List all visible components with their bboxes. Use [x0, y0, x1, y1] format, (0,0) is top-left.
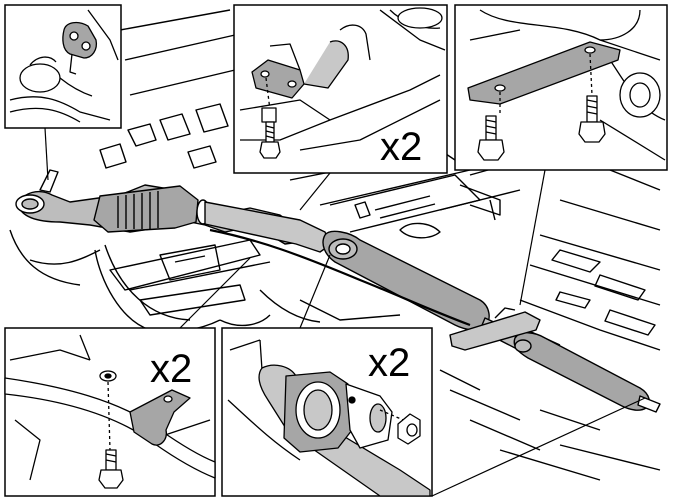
rear-hanger-bracket [449, 311, 541, 351]
leader-line-rear [431, 397, 646, 497]
inset-pipe-clamp: x2 [4, 257, 251, 497]
center-tunnel [219, 149, 501, 327]
inset-flange-joint: x2 [221, 254, 433, 497]
clamp-bolt [98, 449, 124, 489]
hanger-bolt-right [578, 95, 606, 143]
rear-suspension [9, 229, 271, 333]
main-underbody-view [9, 9, 661, 481]
leader-line-front-hanger [44, 127, 49, 181]
leader-line-pipe-clamp [179, 257, 251, 329]
leader-line-flange-joint [299, 254, 331, 329]
quantity-label-front-bracket: x2 [380, 125, 422, 169]
leader-line-front-bracket [299, 172, 331, 211]
inset-front-hanger [4, 4, 122, 181]
exhaust-system [15, 169, 661, 413]
inset-front-bracket: x2 [233, 4, 448, 211]
hanger-bolt-left [477, 115, 505, 161]
hanger-plate [467, 41, 621, 105]
rear-muffler [513, 332, 651, 411]
quantity-label-flange-joint: x2 [368, 341, 410, 385]
flange-nut [397, 413, 421, 445]
leader-line-rear-hanger-plate [519, 169, 546, 306]
pipe-clamp-bracket [129, 389, 191, 446]
exhaust-pipe-section [4, 377, 216, 479]
inset-rear-hanger-plate [454, 4, 668, 306]
quantity-label-pipe-clamp: x2 [150, 347, 192, 391]
bracket-bolt [259, 121, 281, 159]
floor-stamp-outline [99, 103, 229, 169]
catalytic-converter [93, 185, 199, 233]
